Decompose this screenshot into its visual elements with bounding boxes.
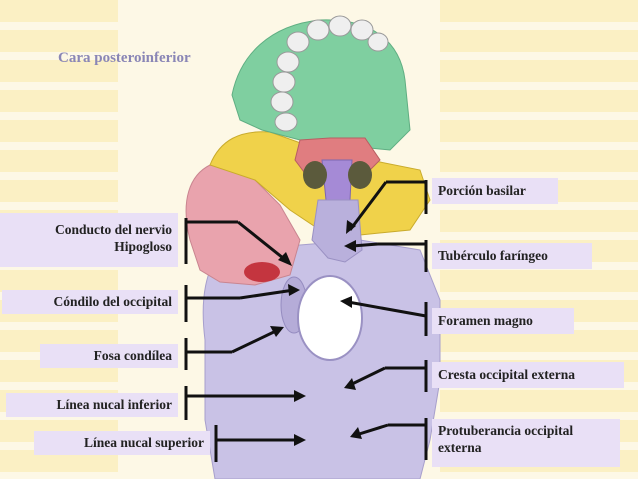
label-pharyngeal-tubercle: Tubérculo faríngeo: [432, 243, 592, 269]
slide-title: Cara posteroinferior: [58, 50, 191, 66]
label-superior-nuchal-line: Línea nucal superior: [34, 431, 210, 455]
arrowheads: [270, 220, 362, 446]
foramen-magnum: [297, 275, 363, 361]
teeth: [270, 15, 389, 132]
label-basilar-part: Porción basilar: [432, 178, 558, 204]
right-connectors: [347, 180, 428, 460]
label-external-occipital-crest: Cresta occipital externa: [432, 362, 624, 388]
label-external-occipital-protuberance: Protuberancia occipital externa: [432, 419, 620, 467]
background-stripe-right: [440, 0, 638, 479]
label-occipital-condyle: Cóndilo del occipital: [2, 290, 178, 314]
label-condylar-fossa: Fosa condílea: [40, 344, 178, 368]
jugular-foramen: [244, 262, 280, 282]
choana-left: [303, 161, 327, 189]
label-hypoglossal-canal: Conducto del nervio Hipogloso: [0, 213, 178, 267]
choana-right: [348, 161, 372, 189]
label-inferior-nuchal-line: Línea nucal inferior: [6, 393, 178, 417]
left-connectors: [184, 218, 300, 462]
label-foramen-magnum: Foramen magno: [432, 308, 574, 334]
